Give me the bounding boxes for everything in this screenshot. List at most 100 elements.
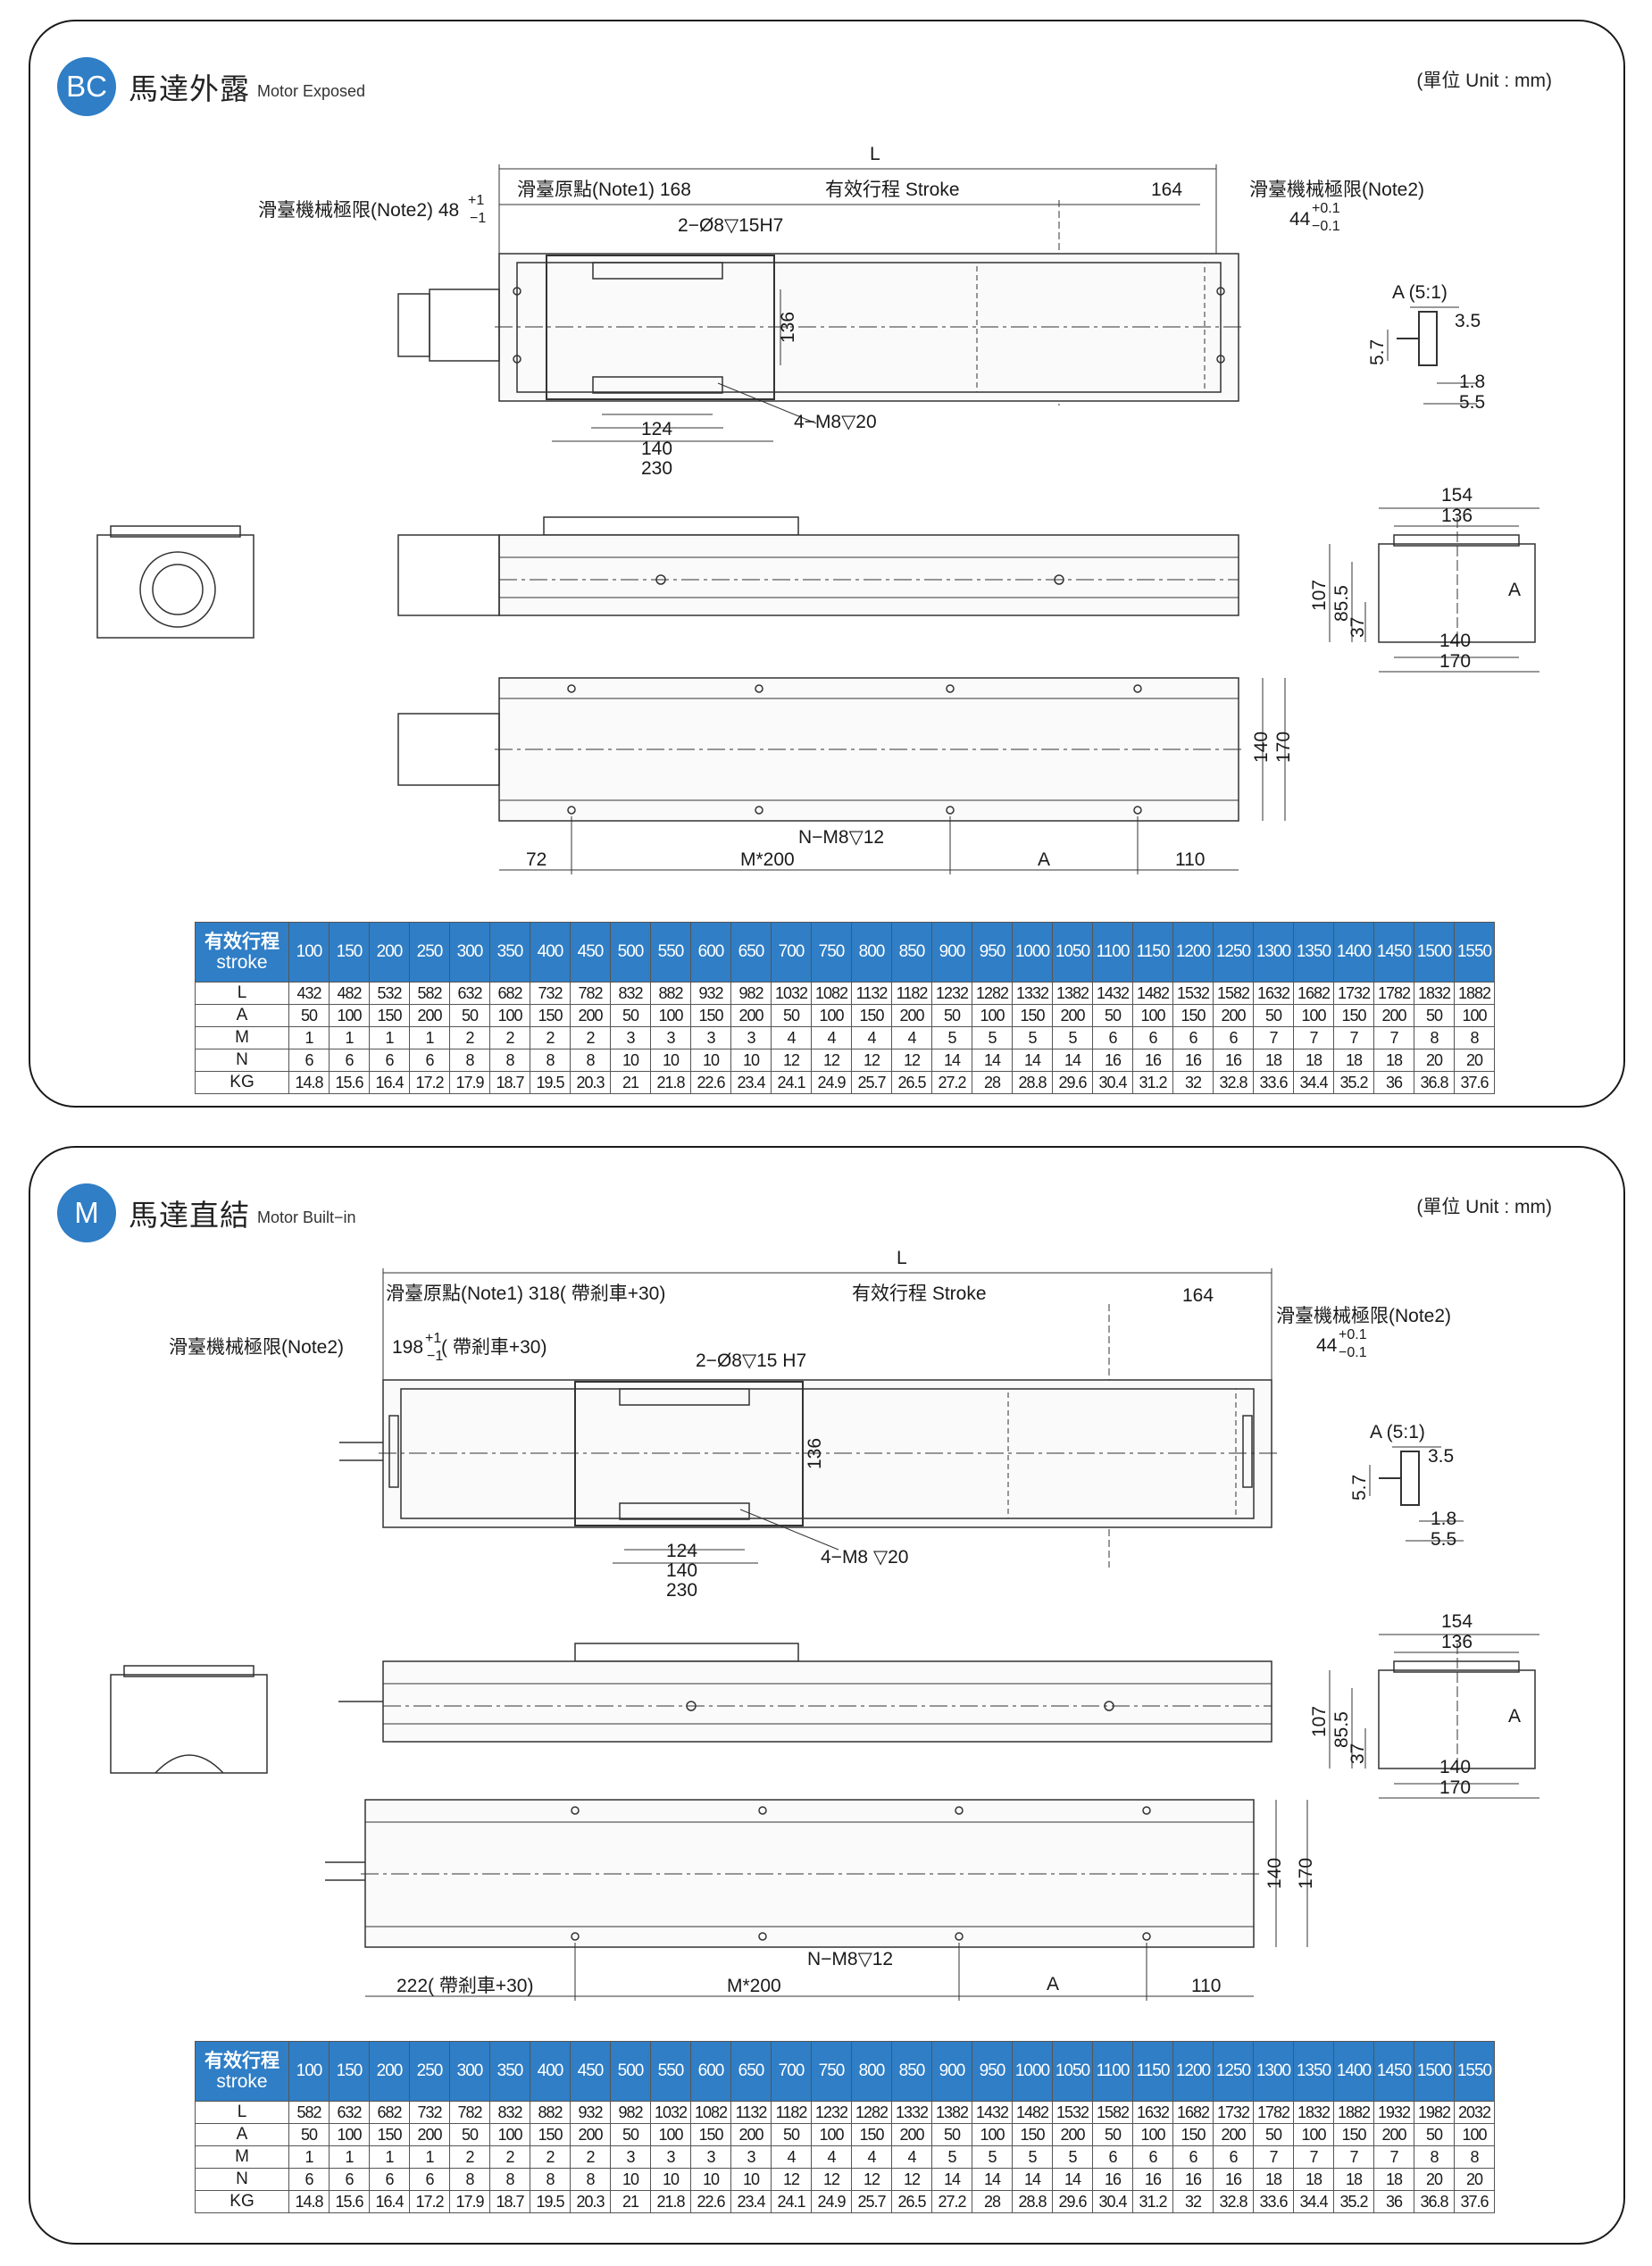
table-cell: 4 (771, 1026, 812, 1049)
table-cell: 1232 (931, 982, 972, 1005)
dim-222: 222( 帶剎車+30) (396, 1976, 533, 1996)
table-cell: 100 (1454, 1004, 1495, 1027)
table-cell: 582 (409, 982, 450, 1005)
table-cell: 782 (449, 2101, 490, 2124)
table-cell: 20 (1454, 2168, 1495, 2191)
dim-3-5: 3.5 (1428, 1446, 1454, 1467)
dim-limit-left: 滑臺機械極限(Note2) (169, 1337, 344, 1358)
hole-callout-3: N−M8▽12 (807, 1949, 893, 1969)
section-header: M 馬達直結 Motor Built−in (57, 1183, 356, 1242)
table-col-header: 800 (851, 922, 892, 982)
table-cell: 14 (931, 1049, 972, 1072)
table-cell: 14 (1052, 2168, 1093, 2191)
dim-L: L (870, 144, 880, 164)
dim-1-8: 1.8 (1431, 1509, 1456, 1529)
table-col-header: 1350 (1293, 2041, 1334, 2102)
table-cell: 1432 (972, 2101, 1013, 2124)
table-cell: 4 (811, 1026, 852, 1049)
table-row-label: M (195, 2145, 289, 2169)
table-col-header: 650 (730, 2041, 772, 2102)
table-col-header: 1000 (1012, 2041, 1053, 2102)
table-cell: 150 (690, 2123, 731, 2146)
table-cell: 33.6 (1253, 1071, 1294, 1094)
detail-label: A (5:1) (1370, 1422, 1425, 1442)
section-badge: M (57, 1183, 116, 1242)
table-cell: 16 (1172, 1049, 1214, 1072)
table-cell: 200 (1373, 1004, 1414, 1027)
section-title-zh: 馬達直結 (129, 1199, 250, 1232)
table-cell: 18 (1373, 2168, 1414, 2191)
table-cell: 732 (409, 2101, 450, 2124)
table-cell: 16 (1172, 2168, 1214, 2191)
table-cell: 682 (489, 982, 530, 1005)
table-cell: 5 (1012, 1026, 1053, 1049)
table-cell: 36 (1373, 2190, 1414, 2213)
end-view-right (1329, 1634, 1539, 1799)
table-cell: 22.6 (690, 1071, 731, 1094)
table-cell: 24.9 (811, 1071, 852, 1094)
table-cell: 1032 (771, 982, 812, 1005)
table-cell: 1 (409, 1026, 450, 1049)
table-cell: 3 (730, 1026, 772, 1049)
dim-44: 44 (1316, 1335, 1338, 1356)
table-col-header: 150 (329, 922, 370, 982)
table-cell: 14 (1052, 1049, 1093, 1072)
table-cell: 2 (570, 1026, 611, 1049)
table-cell: 12 (771, 2168, 812, 2191)
tol-01-top: +0.1 (1312, 201, 1340, 216)
table-col-header: 950 (972, 2041, 1013, 2102)
table-row-label: M (195, 1026, 289, 1049)
table-cell: 50 (610, 1004, 651, 1027)
table-cell: 12 (851, 2168, 892, 2191)
table-cell: 50 (610, 2123, 651, 2146)
table-col-header: 1150 (1132, 922, 1173, 982)
dim-5-7: 5.7 (1367, 339, 1388, 365)
hole-callout-2: 4−M8▽20 (794, 412, 877, 432)
table-cell: 50 (1414, 2123, 1455, 2146)
table-cell: 19.5 (530, 1071, 571, 1094)
table-cell: 50 (449, 2123, 490, 2146)
table-cell: 27.2 (931, 2190, 972, 2213)
dim-m200: M*200 (740, 849, 795, 870)
tol-top: +1 (468, 193, 484, 208)
table-cell: 2 (530, 1026, 571, 1049)
dim-85-5: 85.5 (1331, 1711, 1352, 1748)
table-cell: 1432 (1092, 982, 1133, 1005)
dim-a: A (1047, 1974, 1059, 1994)
table-cell: 5 (1052, 1026, 1093, 1049)
table-cell: 5 (931, 1026, 972, 1049)
table-cell: 15.6 (329, 1071, 370, 1094)
table-col-header: 350 (489, 922, 530, 982)
table-cell: 6 (1092, 2145, 1133, 2169)
table-cell: 12 (811, 2168, 852, 2191)
tol-top: +1 (425, 1331, 441, 1346)
table-cell: 3 (690, 2145, 731, 2169)
table-cell: 1082 (811, 982, 852, 1005)
table-cell: 8 (449, 1049, 490, 1072)
table-cell: 37.6 (1454, 1071, 1495, 1094)
table-cell: 1482 (1132, 982, 1173, 1005)
dim-107: 107 (1309, 580, 1330, 611)
table-col-header: 1050 (1052, 922, 1093, 982)
table-cell: 2032 (1454, 2101, 1495, 2124)
table-col-header: 800 (851, 2041, 892, 2102)
table-cell: 732 (530, 982, 571, 1005)
table-cell: 24.1 (771, 2190, 812, 2213)
table-cell: 16.4 (369, 1071, 410, 1094)
table-cell: 482 (329, 982, 370, 1005)
table-cell: 100 (811, 1004, 852, 1027)
table-cell: 17.9 (449, 2190, 490, 2213)
table-cell: 1882 (1454, 982, 1495, 1005)
detail-label: A (5:1) (1392, 282, 1448, 303)
table-cell: 200 (409, 1004, 450, 1027)
dim-37: 37 (1347, 1743, 1368, 1764)
table-cell: 3 (650, 2145, 691, 2169)
table-cell: 1282 (972, 982, 1013, 1005)
table-cell: 1782 (1253, 2101, 1294, 2124)
table-cell: 18 (1293, 1049, 1334, 1072)
table-col-header: 1550 (1454, 922, 1495, 982)
table-cell: 22.6 (690, 2190, 731, 2213)
table-cell: 21.8 (650, 1071, 691, 1094)
